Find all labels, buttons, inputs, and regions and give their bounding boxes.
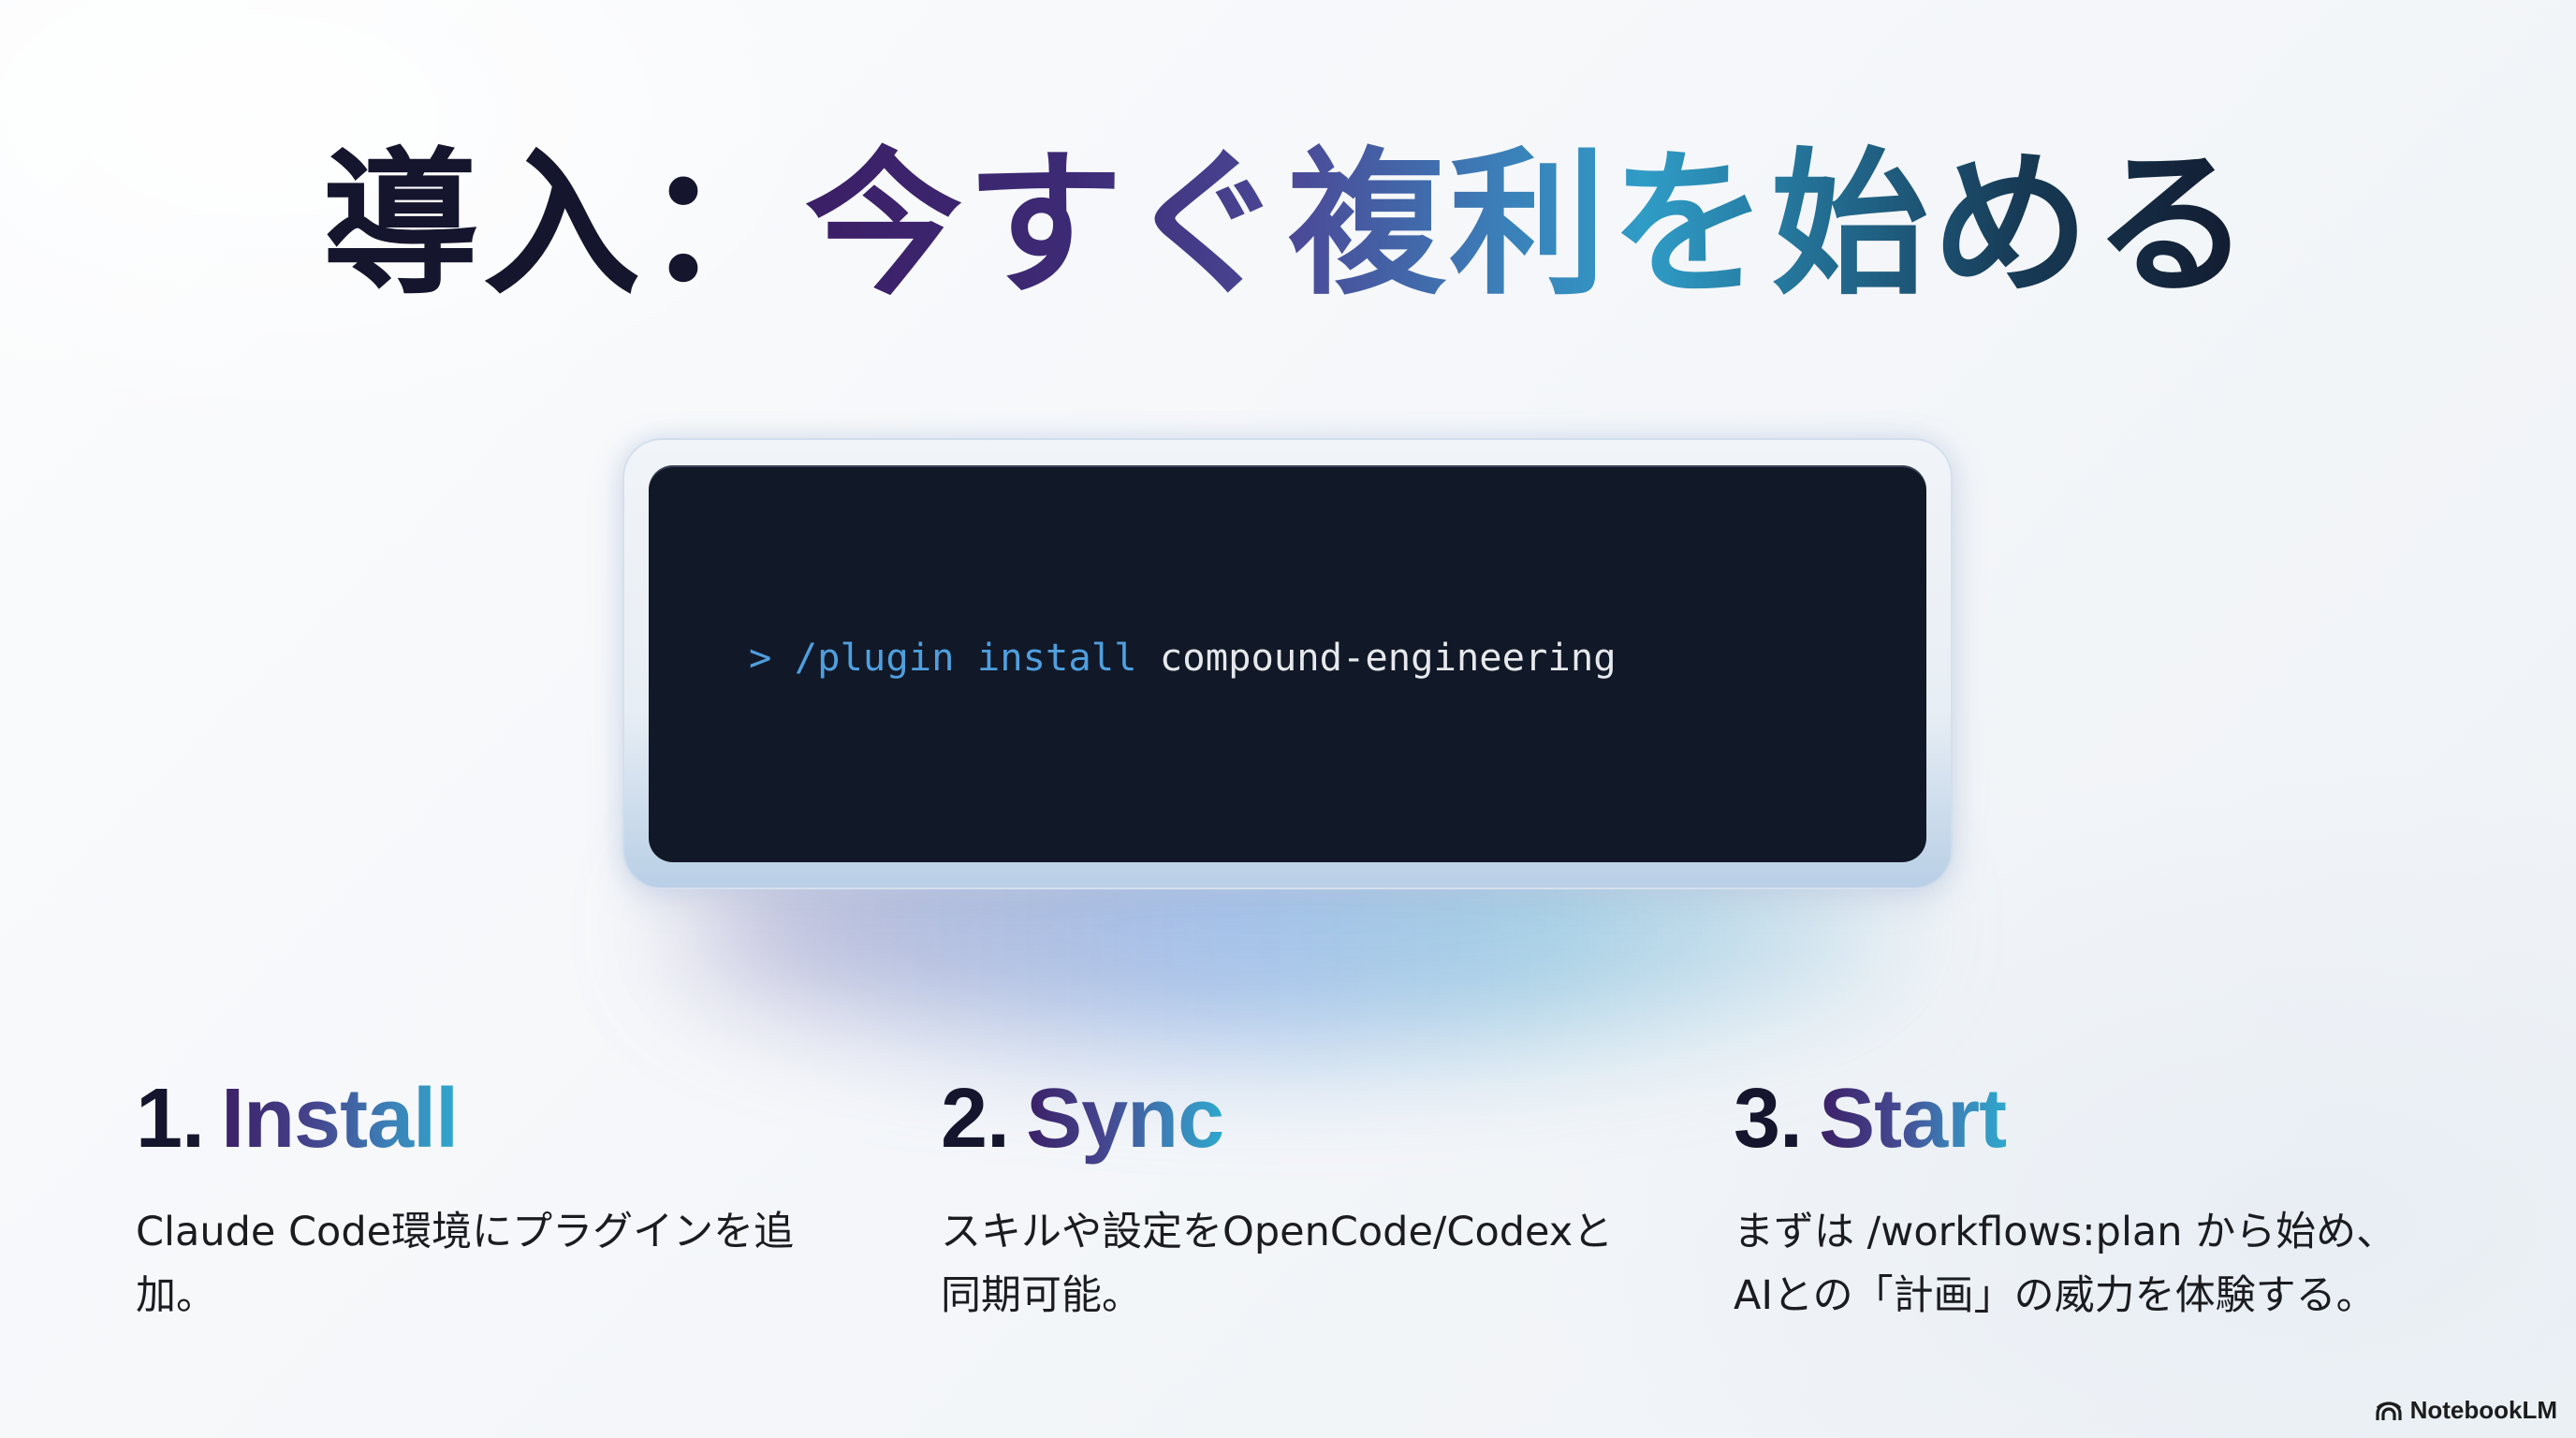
step-number: 3.: [1734, 1072, 1803, 1166]
step-number: 2.: [941, 1072, 1010, 1166]
code-command: /plugin install: [794, 635, 1137, 680]
code-argument: compound-engineering: [1159, 635, 1617, 680]
notebooklm-watermark: NotebookLM: [2375, 1396, 2557, 1425]
watermark-label: NotebookLM: [2409, 1396, 2557, 1424]
step-title: Start: [1819, 1072, 2007, 1166]
code-card: [649, 465, 1926, 862]
step-description: まずは /workflows:plan から始め、AIとの「計画」の威力を体験す…: [1734, 1209, 2397, 1319]
prompt-symbol: >: [749, 635, 772, 680]
notebooklm-logo-icon: [2375, 1401, 2403, 1421]
title-highlight: 今すぐ複利を始める: [805, 133, 2254, 316]
step-description: Claude Code環境にプラグインを追加。: [136, 1209, 795, 1319]
step-sync: 2.Sync スキルや設定をOpenCode/Codexと同期可能。: [941, 1069, 1671, 1328]
slide-title: 導入：今すぐ複利を始める: [0, 131, 2576, 318]
title-prefix: 導入：: [322, 133, 805, 316]
step-heading: 3.Start: [1734, 1069, 2464, 1168]
step-description: スキルや設定をOpenCode/Codexと同期可能。: [941, 1209, 1614, 1319]
step-number: 1.: [136, 1072, 205, 1166]
step-heading: 2.Sync: [941, 1069, 1671, 1168]
step-title: Sync: [1026, 1072, 1224, 1166]
code-command-line: > /plugin install compound-engineering: [749, 629, 1617, 685]
step-install: 1.Install Claude Code環境にプラグインを追加。: [136, 1069, 866, 1328]
step-heading: 1.Install: [136, 1069, 866, 1168]
step-start: 3.Start まずは /workflows:plan から始め、AIとの「計画…: [1734, 1069, 2464, 1328]
step-title: Install: [221, 1072, 459, 1166]
